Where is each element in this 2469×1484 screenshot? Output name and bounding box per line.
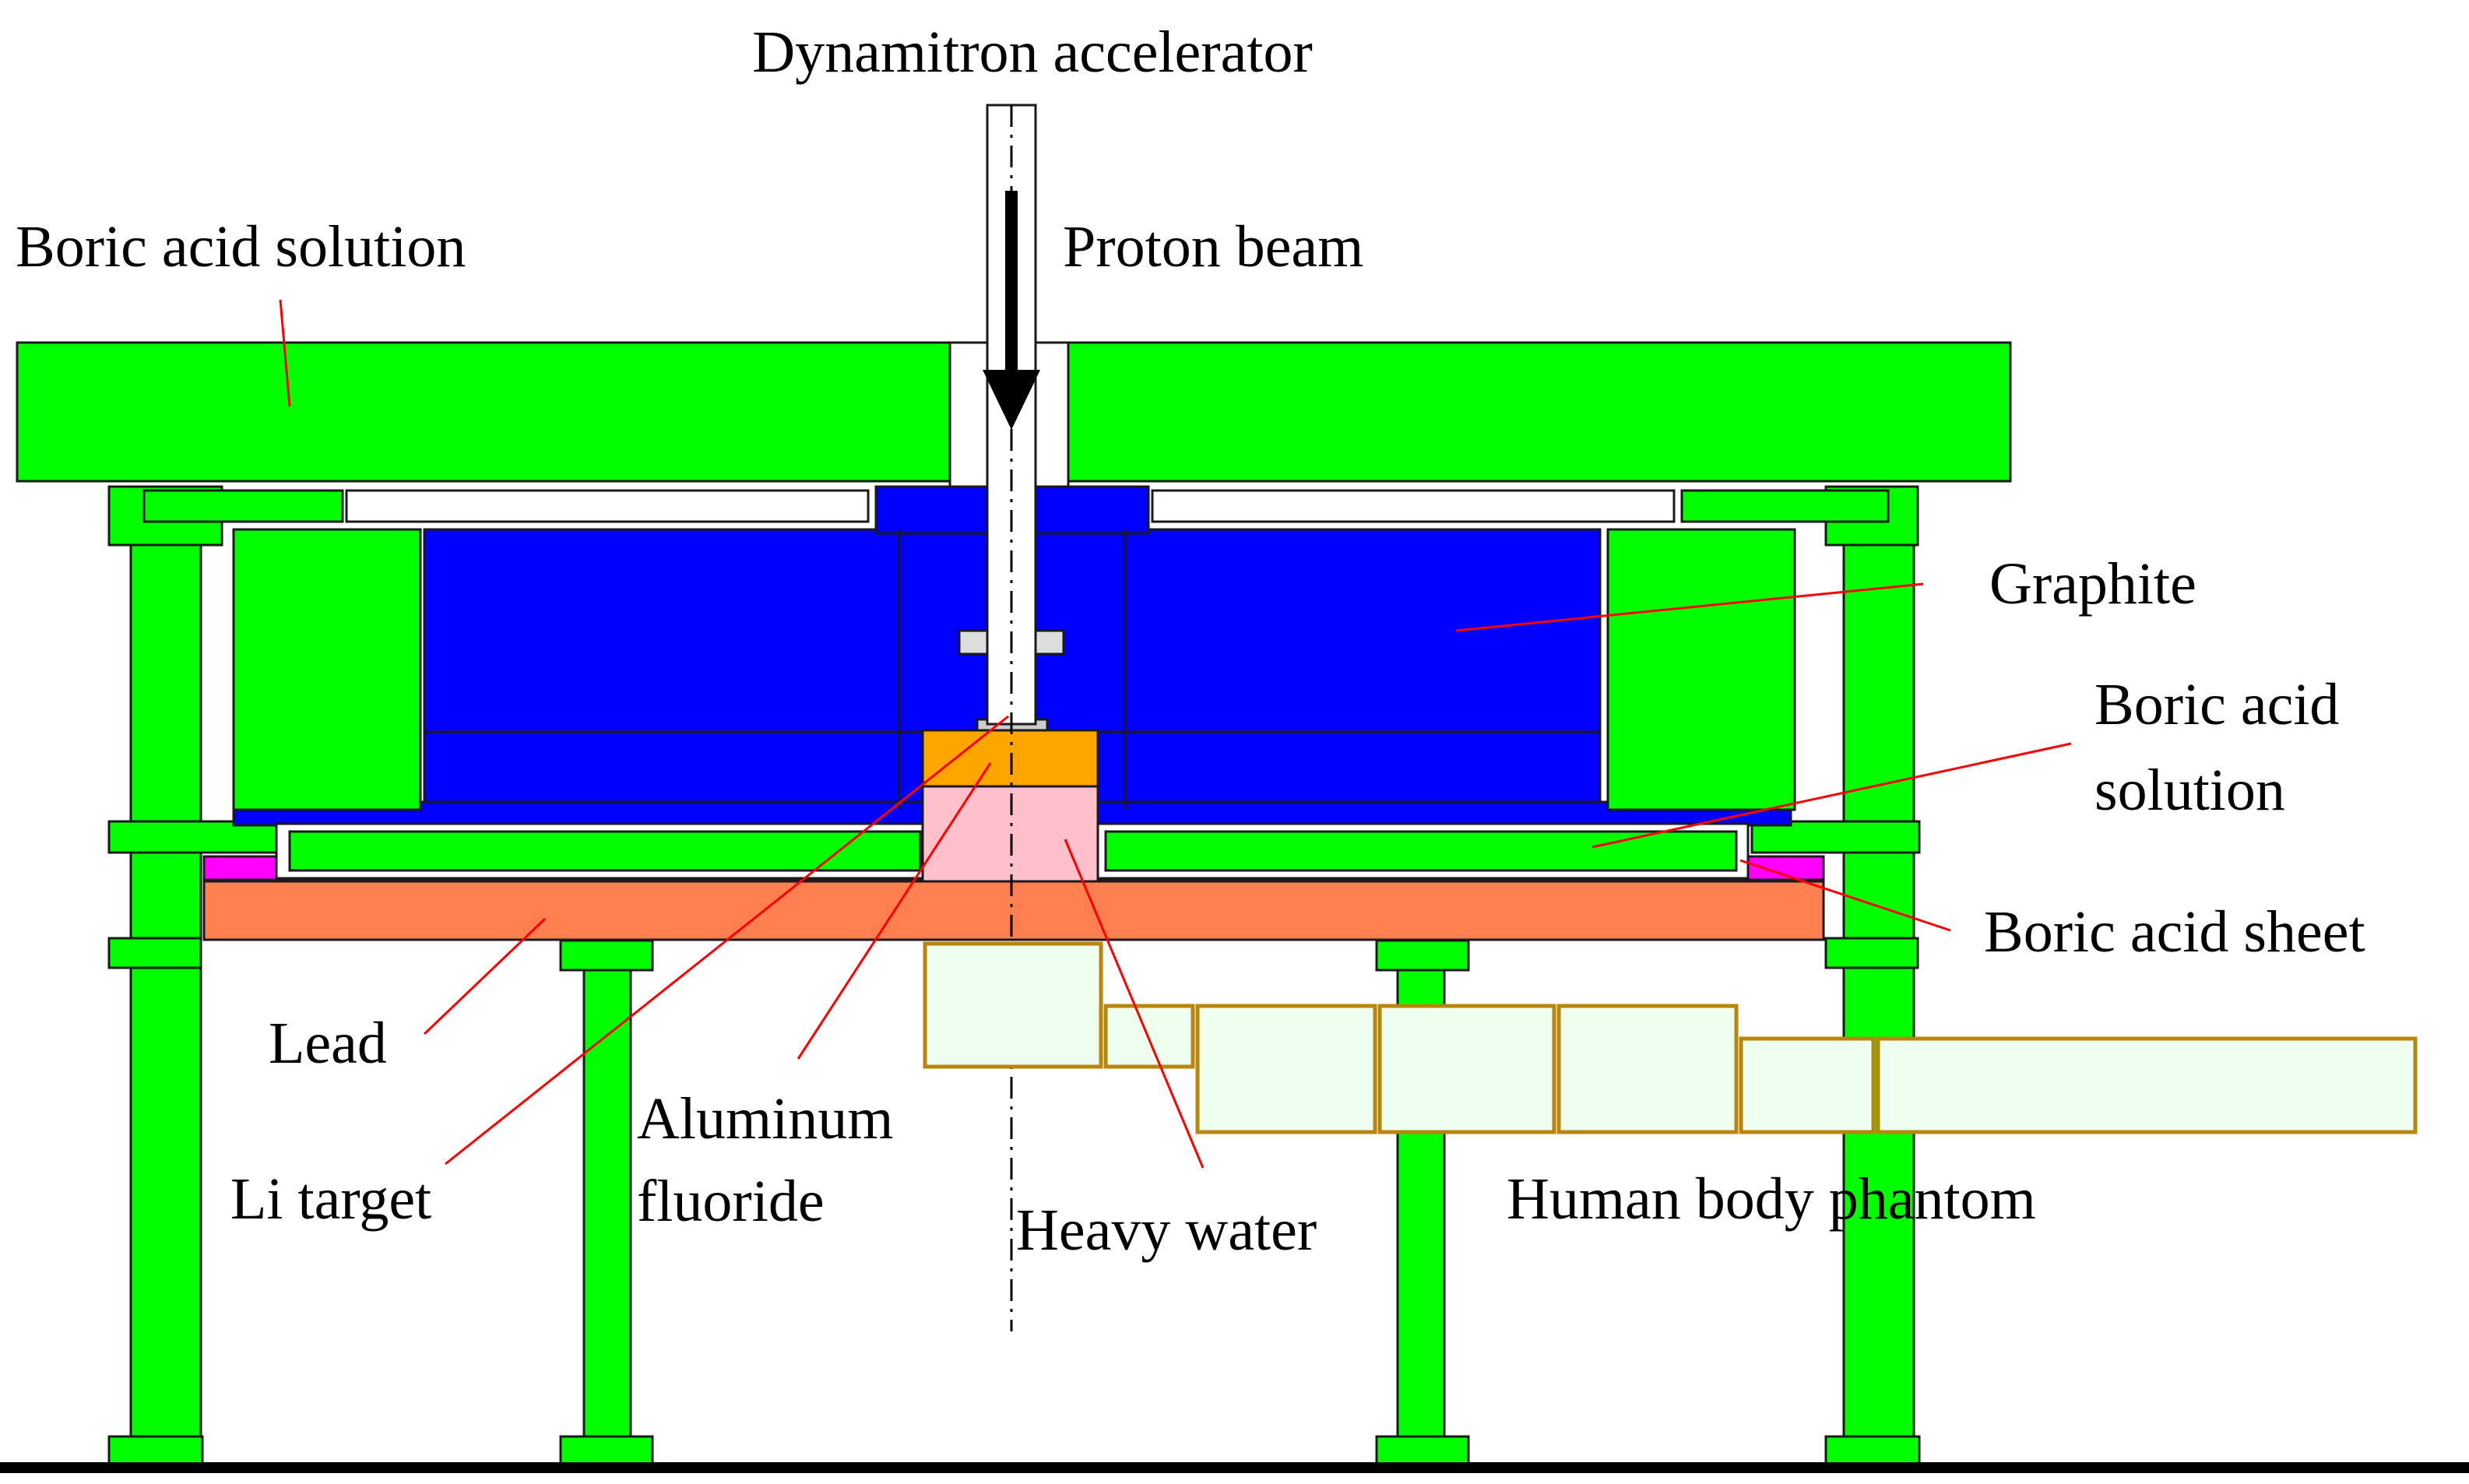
leader-li-target <box>445 715 1009 1166</box>
phantom-segment <box>1556 1004 1739 1134</box>
column-outer-right-base <box>1824 1435 1921 1465</box>
phantom-segment <box>1876 1036 2418 1134</box>
floor-line <box>0 1462 2469 1473</box>
leader-boric-acid-solution-top <box>279 299 291 407</box>
column-outer-left <box>129 489 202 1458</box>
phantom-segment <box>923 941 1103 1069</box>
column-outer-right <box>1842 489 1915 1458</box>
label-heavy-water: Heavy water <box>1016 1197 1317 1263</box>
leader-heavy-water <box>1064 839 1205 1169</box>
top-boric-acid-tanks <box>16 341 2012 483</box>
label-aluminum-fluoride-line1: Aluminum <box>637 1086 893 1152</box>
label-dynamitron-accelerator: Dynamitron accelerator <box>752 19 1313 85</box>
label-human-body-phantom: Human body phantom <box>1507 1166 2036 1232</box>
lower-boric-acid-tank-left <box>288 830 922 872</box>
lead-layer <box>202 880 1825 941</box>
lower-boric-acid-tank-right <box>1104 830 1738 872</box>
lower-collar-left <box>107 937 202 969</box>
leader-boric-acid-sheet <box>1739 859 1951 932</box>
label-proton-beam: Proton beam <box>1063 214 1363 280</box>
beam-flange-left <box>958 629 989 656</box>
label-li-target: Li target <box>230 1166 431 1232</box>
label-lead: Lead <box>269 1011 387 1076</box>
side-boric-acid-block-right <box>1606 528 1796 811</box>
phantom-segment <box>1739 1036 1876 1134</box>
leader-lead <box>423 917 547 1036</box>
label-boric-acid-solution-top: Boric acid solution <box>16 214 466 280</box>
label-graphite: Graphite <box>1989 551 2196 617</box>
leader-boric-acid-solution-side <box>1591 742 2072 849</box>
phantom-segment <box>1103 1004 1195 1069</box>
leader-graphite <box>1455 582 1924 632</box>
column-inner-left-base <box>559 1435 654 1465</box>
upper-shelf-right-white <box>1151 489 1676 523</box>
ledge-right <box>1750 820 1921 854</box>
side-boric-acid-blocks <box>232 528 1796 811</box>
label-aluminum-fluoride-line2: fluoride <box>637 1169 825 1234</box>
label-boric-acid-solution-side-line1: Boric acid <box>2094 672 2339 737</box>
leader-lines <box>279 299 2072 1169</box>
top-boric-acid-tank-right <box>1067 341 2012 483</box>
label-boric-acid-solution-side-line2: solution <box>2094 758 2285 823</box>
label-boric-acid-sheet: Boric acid sheet <box>1984 899 2365 965</box>
upper-shelf-left-white <box>345 489 870 523</box>
upper-shelf-right-green <box>1680 489 1890 523</box>
column-inner-right-cap <box>1375 939 1470 972</box>
phantom-segment <box>1377 1004 1556 1134</box>
aluminum-fluoride-block <box>921 729 1099 788</box>
leader-aluminum-fluoride <box>797 762 992 1060</box>
column-outer-left-base <box>107 1435 204 1465</box>
side-boric-acid-block-left <box>232 528 422 811</box>
upper-shelf-left-green <box>142 489 344 523</box>
phantom-segment <box>1195 1004 1377 1134</box>
upper-shelves <box>142 489 1890 523</box>
lower-collar-right <box>1824 937 1919 969</box>
beam-flange-right <box>1034 629 1065 656</box>
column-inner-left-cap <box>559 939 654 972</box>
top-boric-acid-tank-left <box>16 341 951 483</box>
labels: Dynamitron accelerator Proton beam Boric… <box>16 19 2365 1263</box>
column-inner-right-base <box>1375 1435 1470 1465</box>
human-body-phantom <box>923 941 2418 1134</box>
